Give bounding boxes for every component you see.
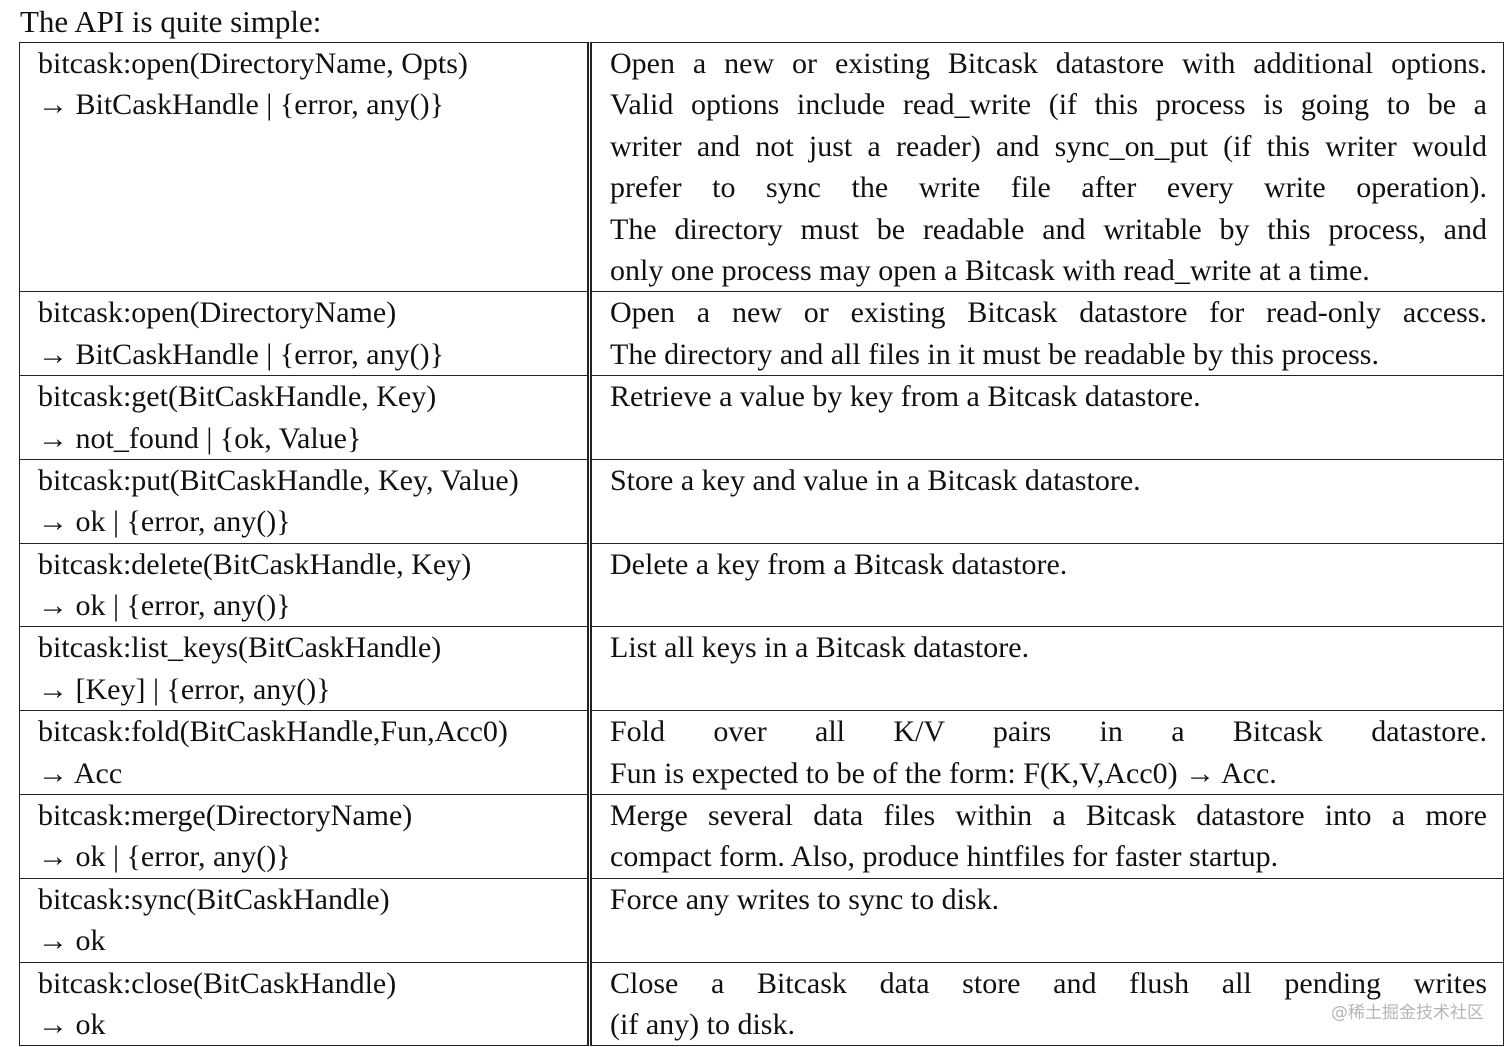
function-signature: bitcask:merge(DirectoryName) <box>38 799 413 833</box>
description-line: prefer to sync the write file after ever… <box>610 171 1487 205</box>
description-line: writer and not just a reader) and sync_o… <box>610 129 1487 163</box>
api-description-cell: Open a new or existing Bitcask datastore… <box>589 291 1504 377</box>
api-signature-cell: bitcask:sync(BitCaskHandle) → ok <box>19 877 592 963</box>
description-line: Open a new or existing Bitcask datastore… <box>610 296 1487 330</box>
description-line: Fold over all K/V pairs in a Bitcask dat… <box>610 715 1487 749</box>
api-description-cell: Delete a key from a Bitcask datastore. <box>589 542 1504 628</box>
api-signature-cell: bitcask:fold(BitCaskHandle,Fun,Acc0) → Ac… <box>19 710 592 796</box>
description-line: Fun is expected to be of the form: F(K,V… <box>610 756 1277 790</box>
function-signature: bitcask:open(DirectoryName) <box>38 296 397 330</box>
description-line: Merge several data files within a Bitcas… <box>610 799 1487 833</box>
function-signature: bitcask:put(BitCaskHandle, Key, Value) <box>38 463 519 497</box>
api-signature-cell: bitcask:list_keys(BitCaskHandle) → [Key] … <box>19 626 592 712</box>
return-type: → ok | {error, any()} <box>38 840 291 874</box>
description-line: only one process may open a Bitcask with… <box>610 253 1370 287</box>
table-row: bitcask:get(BitCaskHandle, Key) → not_fou… <box>19 375 1504 460</box>
api-table-body: bitcask:open(DirectoryName, Opts) → BitCa… <box>19 41 1504 1047</box>
description-line: The directory must be readable and writa… <box>610 212 1487 246</box>
description-line: List all keys in a Bitcask datastore. <box>610 631 1030 665</box>
function-signature: bitcask:delete(BitCaskHandle, Key) <box>38 547 472 581</box>
return-type: → BitCaskHandle | {error, any()} <box>38 88 444 122</box>
api-signature-cell: bitcask:put(BitCaskHandle, Key, Value) → … <box>19 458 592 544</box>
api-description-cell: Fold over all K/V pairs in a Bitcask dat… <box>589 710 1504 796</box>
api-table: bitcask:open(DirectoryName, Opts) → BitCa… <box>19 41 1504 1047</box>
table-row: bitcask:list_keys(BitCaskHandle) → [Key] … <box>19 626 1504 712</box>
api-description-cell: Store a key and value in a Bitcask datas… <box>589 458 1504 544</box>
table-row: bitcask:put(BitCaskHandle, Key, Value) → … <box>19 458 1504 544</box>
return-type: → ok | {error, any()} <box>38 589 291 623</box>
return-type: → ok <box>38 924 106 958</box>
table-row: bitcask:fold(BitCaskHandle,Fun,Acc0) → Ac… <box>19 710 1504 796</box>
description-line: Store a key and value in a Bitcask datas… <box>610 463 1141 497</box>
table-row: bitcask:delete(BitCaskHandle, Key) → ok |… <box>19 542 1504 628</box>
description-line: Close a Bitcask data store and flush all… <box>610 966 1487 1000</box>
api-signature-cell: bitcask:open(DirectoryName) → BitCaskHand… <box>19 291 592 377</box>
api-signature-cell: bitcask:delete(BitCaskHandle, Key) → ok |… <box>19 542 592 628</box>
description-line: Delete a key from a Bitcask datastore. <box>610 547 1068 581</box>
api-description-cell: Retrieve a value by key from a Bitcask d… <box>589 375 1504 460</box>
function-signature: bitcask:close(BitCaskHandle) <box>38 966 397 1000</box>
api-signature-cell: bitcask:merge(DirectoryName) → ok | {erro… <box>19 794 592 879</box>
table-row: bitcask:close(BitCaskHandle) → ok Close a … <box>19 961 1504 1047</box>
intro-text: The API is quite simple: <box>20 4 322 39</box>
table-row: bitcask:open(DirectoryName, Opts) → BitCa… <box>19 41 1504 293</box>
api-signature-cell: bitcask:open(DirectoryName, Opts) → BitCa… <box>19 41 592 293</box>
table-row: bitcask:open(DirectoryName) → BitCaskHand… <box>19 291 1504 377</box>
api-description-cell: Force any writes to sync to disk. <box>589 877 1504 963</box>
description-line: (if any) to disk. <box>610 1007 795 1041</box>
return-type: → ok <box>38 1007 106 1041</box>
return-type: → not_found | {ok, Value} <box>38 421 362 455</box>
description-line: Valid options include read_write (if thi… <box>610 88 1487 122</box>
function-signature: bitcask:fold(BitCaskHandle,Fun,Acc0) <box>38 715 508 749</box>
watermark: @稀土掘金技术社区 <box>1331 1003 1484 1023</box>
return-type: → ok | {error, any()} <box>38 505 291 539</box>
function-signature: bitcask:list_keys(BitCaskHandle) <box>38 631 442 665</box>
table-row: bitcask:merge(DirectoryName) → ok | {erro… <box>19 794 1504 879</box>
description-line: compact form. Also, produce hintfiles fo… <box>610 840 1279 874</box>
function-signature: bitcask:sync(BitCaskHandle) <box>38 882 390 916</box>
function-signature: bitcask:get(BitCaskHandle, Key) <box>38 380 437 414</box>
description-line: The directory and all files in it must b… <box>610 337 1379 371</box>
api-signature-cell: bitcask:close(BitCaskHandle) → ok <box>19 961 592 1047</box>
description-line: Open a new or existing Bitcask datastore… <box>610 47 1487 80</box>
api-description-cell: List all keys in a Bitcask datastore. <box>589 626 1504 712</box>
description-line: Retrieve a value by key from a Bitcask d… <box>610 380 1201 414</box>
return-type: → [Key] | {error, any()} <box>38 672 331 706</box>
function-signature: bitcask:open(DirectoryName, Opts) <box>38 47 468 80</box>
api-description-cell: Close a Bitcask data store and flush all… <box>589 961 1504 1047</box>
api-description-cell: Merge several data files within a Bitcas… <box>589 794 1504 879</box>
table-row: bitcask:sync(BitCaskHandle) → ok Force any… <box>19 877 1504 963</box>
api-signature-cell: bitcask:get(BitCaskHandle, Key) → not_fou… <box>19 375 592 460</box>
api-description-cell: Open a new or existing Bitcask datastore… <box>589 41 1504 293</box>
return-type: → Acc <box>38 756 123 790</box>
return-type: → BitCaskHandle | {error, any()} <box>38 337 444 371</box>
description-line: Force any writes to sync to disk. <box>610 882 1000 916</box>
